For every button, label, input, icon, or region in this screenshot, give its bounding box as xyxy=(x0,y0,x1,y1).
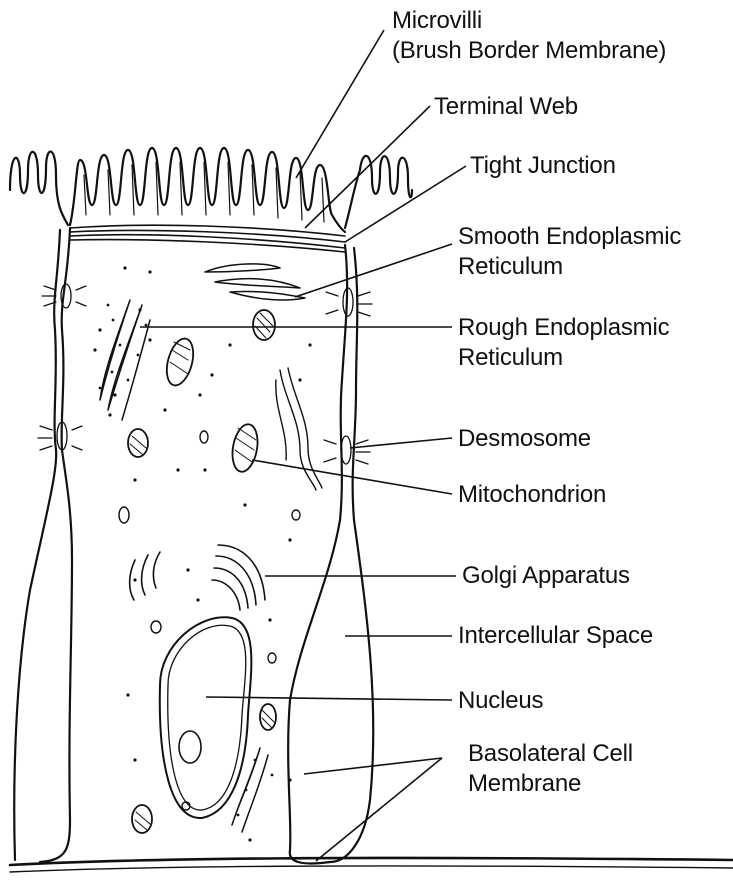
left-neighbour-membrane xyxy=(14,230,60,860)
terminal-web-band xyxy=(70,225,345,252)
mitochondria xyxy=(128,310,276,833)
left-cell-membrane xyxy=(40,228,72,862)
leader-tight-junction xyxy=(345,166,466,242)
label-tight-junction: Tight Junction xyxy=(470,151,616,181)
label-desmosome: Desmosome xyxy=(458,424,591,454)
label-basolateral: Basolateral Cell Membrane xyxy=(468,739,633,799)
leader-basolateral-b xyxy=(316,758,442,861)
label-rough-er: Rough Endoplasmic Reticulum xyxy=(458,313,669,373)
leader-desmosome xyxy=(350,438,452,448)
label-terminal-web: Terminal Web xyxy=(434,92,578,122)
label-microvilli: Microvilli (Brush Border Membrane) xyxy=(392,6,666,66)
label-mitochondrion: Mitochondrion xyxy=(458,480,606,510)
right-desmosomes xyxy=(324,288,372,464)
right-er-strands xyxy=(276,368,322,490)
brush-border-outline xyxy=(70,148,345,232)
smooth-er-shape xyxy=(205,264,305,300)
rough-er-shape-lower xyxy=(232,748,268,832)
label-smooth-er: Smooth Endoplasmic Reticulum xyxy=(458,222,681,282)
label-nucleus: Nucleus xyxy=(458,686,543,716)
nucleus-envelope xyxy=(160,617,252,818)
label-golgi: Golgi Apparatus xyxy=(462,561,630,591)
nucleolus xyxy=(179,731,201,763)
basement-membrane xyxy=(10,858,733,865)
leader-lines xyxy=(140,30,466,861)
leader-smooth-er xyxy=(295,244,452,297)
rough-er-shape xyxy=(100,300,150,420)
leader-microvilli xyxy=(296,30,384,178)
label-intercellular-space: Intercellular Space xyxy=(458,621,653,651)
left-cell-microvilli xyxy=(10,152,68,225)
right-cell-microvilli xyxy=(345,156,412,228)
